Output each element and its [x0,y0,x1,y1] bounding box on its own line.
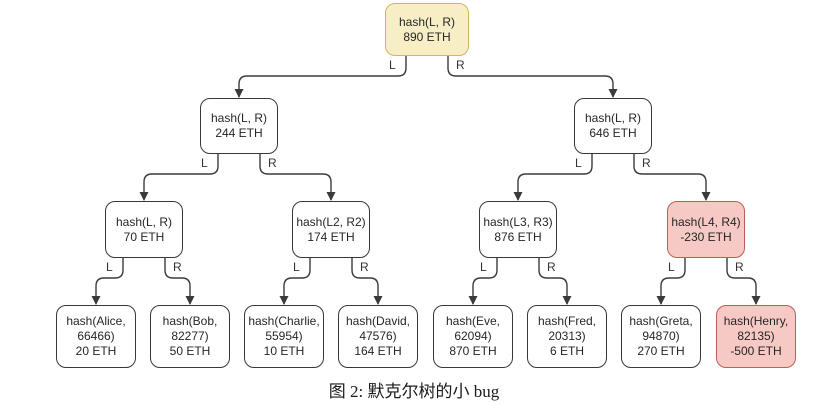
tree-node-level2-left: hash(L, R) 244 ETH [200,98,278,154]
node-value-label: 646 ETH [589,126,637,140]
edge-label-right: R [268,156,277,170]
leaf-node-eve: hash(Eve, 62094) 870 ETH [433,305,513,368]
arrowhead-icon [234,89,244,98]
node-hash-label: hash(Fred, 20313) [537,314,597,343]
node-hash-label: hash(L, R) [115,214,173,229]
edge-label-right: R [735,260,744,274]
leaf-node-alice: hash(Alice, 66466) 20 ETH [56,305,136,368]
edge-label-left: L [575,156,582,170]
node-hash-label: hash(L2, R2) [296,214,366,229]
node-value-label: 20 ETH [75,344,117,358]
node-value-label: 10 ETH [263,344,305,358]
edge-label-left: L [201,156,208,170]
node-value-label: 70 ETH [123,229,165,244]
node-value-label: 6 ETH [549,344,584,358]
node-hash-label: hash(Alice, 66466) [66,314,126,343]
tree-node-root: hash(L, R) 890 ETH [385,3,469,56]
node-value-label: 174 ETH [307,229,355,244]
edge-label-right: R [360,260,369,274]
node-hash-label: hash(Greta, 94870) [629,314,693,343]
arrowhead-icon [608,89,618,98]
leaf-node-charlie: hash(Charlie, 55954) 10 ETH [244,305,324,368]
edge-label-left: L [389,58,396,72]
tree-node-level3-2: hash(L2, R2) 174 ETH [292,201,370,258]
tree-node-level3-3: hash(L3, R3) 876 ETH [479,201,557,258]
node-value-label: 164 ETH [354,344,402,358]
node-hash-label: hash(Charlie, 55954) [248,314,320,343]
edge-label-left: L [293,260,300,274]
edge-label-right: R [456,58,465,72]
tree-node-level3-4-bug: hash(L4, R4) -230 ETH [667,201,745,258]
node-hash-label: hash(L3, R3) [483,214,553,229]
leaf-node-greta: hash(Greta, 94870) 270 ETH [621,305,701,368]
figure-caption: 图 2: 默克尔树的小 bug [328,382,500,401]
leaf-node-david: hash(David, 47576) 164 ETH [338,305,418,368]
node-value-label: 870 ETH [449,344,497,358]
arrowhead-icon [513,192,523,201]
arrowhead-icon [562,296,572,305]
node-value-label: -500 ETH [730,344,782,358]
node-value-label: 876 ETH [494,229,542,244]
edge-label-left: L [480,260,487,274]
tree-node-level2-right: hash(L, R) 646 ETH [574,98,652,154]
node-hash-label: hash(L, R) [584,111,642,125]
edge-label-right: R [173,260,182,274]
arrowhead-icon [185,296,195,305]
edge-label-left: L [106,260,113,274]
edge-label-left: L [668,260,675,274]
arrowhead-icon [279,296,289,305]
node-hash-label: hash(David, 47576) [345,314,411,343]
node-value-label: 244 ETH [215,126,263,140]
node-hash-label: hash(L, R) [210,111,268,125]
node-value-label: -230 ETH [680,229,732,244]
node-hash-label: hash(Bob, 82277) [162,314,218,343]
tree-edge [447,56,614,97]
node-hash-label: hash(L4, R4) [671,214,741,229]
arrowhead-icon [656,296,666,305]
tree-node-level3-1: hash(L, R) 70 ETH [105,201,183,258]
edge-label-right: R [547,260,556,274]
leaf-node-bob: hash(Bob, 82277) 50 ETH [150,305,230,368]
arrowhead-icon [468,296,478,305]
edge-label-right: R [642,156,651,170]
tree-edge [238,56,407,97]
leaf-node-fred: hash(Fred, 20313) 6 ETH [527,305,607,368]
arrowhead-icon [91,296,101,305]
arrowhead-icon [701,192,711,201]
node-value-label: 890 ETH [403,29,451,44]
node-hash-label: hash(Henry, 82135) [723,314,789,343]
leaf-node-henry-bug: hash(Henry, 82135) -500 ETH [716,305,796,368]
arrowhead-icon [373,296,383,305]
node-hash-label: hash(Eve, 62094) [445,314,501,343]
node-value-label: 270 ETH [637,344,685,358]
node-hash-label: hash(L, R) [398,14,456,29]
arrowhead-icon [326,192,336,201]
arrowhead-icon [139,192,149,201]
node-value-label: 50 ETH [169,344,211,358]
arrowhead-icon [751,296,761,305]
